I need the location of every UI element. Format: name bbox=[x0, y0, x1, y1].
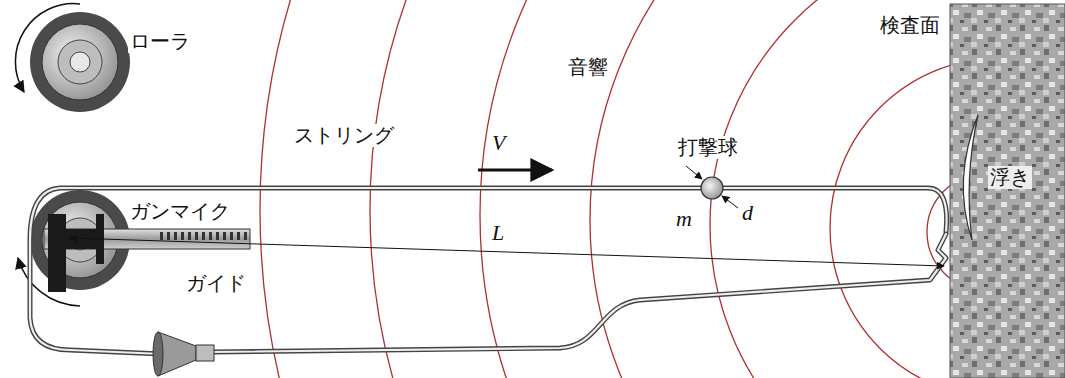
part-label: 音響 bbox=[566, 56, 610, 79]
velocity-arrow bbox=[478, 169, 552, 172]
dimension-arrow bbox=[722, 196, 738, 208]
dimension-arrow bbox=[686, 166, 702, 179]
mic-slot bbox=[230, 232, 233, 240]
rotation-arrow bbox=[15, 4, 80, 92]
symbol-label: m bbox=[674, 206, 694, 231]
mic-slot bbox=[167, 232, 170, 240]
part-label: 打撃球 bbox=[676, 136, 740, 159]
mic-slot bbox=[244, 232, 247, 240]
symbol-label: L bbox=[490, 220, 506, 245]
mic-slot bbox=[188, 232, 191, 240]
distance-dimension bbox=[70, 238, 944, 266]
mic-slot bbox=[237, 232, 240, 240]
part-label: ガンマイク bbox=[128, 200, 232, 223]
part-label: 検査面 bbox=[878, 14, 942, 37]
mic-slot bbox=[223, 232, 226, 240]
mic-slot bbox=[202, 232, 205, 240]
speaker-horn bbox=[153, 332, 214, 376]
symbol-label: d bbox=[740, 200, 755, 225]
inspection-wall bbox=[950, 4, 1065, 378]
part-label: ストリング bbox=[292, 124, 396, 147]
part-label: 浮き bbox=[988, 166, 1032, 189]
string bbox=[30, 188, 947, 354]
part-label: ガイド bbox=[184, 272, 248, 295]
delamination bbox=[963, 115, 978, 240]
part-label: ローラ bbox=[128, 30, 192, 53]
mic-slot bbox=[160, 232, 163, 240]
mic-slot bbox=[181, 232, 184, 240]
sound-wave bbox=[830, 58, 952, 378]
symbol-label: V bbox=[490, 130, 507, 155]
striking-ball bbox=[701, 177, 723, 199]
mic-slot bbox=[216, 232, 219, 240]
mic-slot bbox=[174, 232, 177, 240]
upper-roller bbox=[30, 12, 130, 112]
mic-slot bbox=[209, 232, 212, 240]
mic-slot bbox=[195, 232, 198, 240]
